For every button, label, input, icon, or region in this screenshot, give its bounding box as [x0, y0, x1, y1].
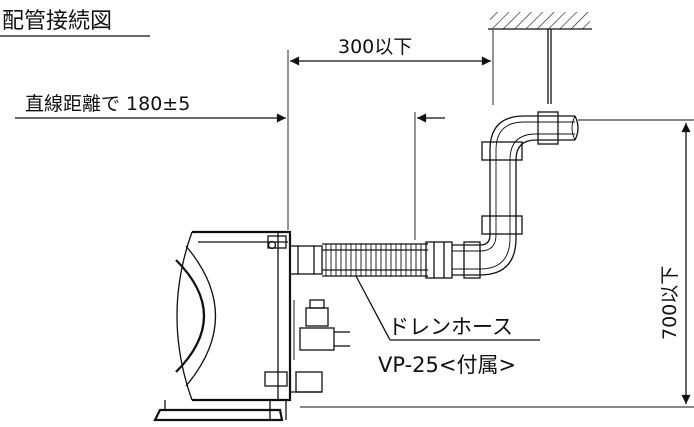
drain-hose [322, 243, 428, 277]
hanger-rod [547, 29, 552, 104]
dimension-vertical-max: 700以下 [300, 119, 694, 408]
vertical-max-label: 700以下 [659, 266, 681, 340]
drain-socket [289, 245, 323, 275]
svg-text:配管接続図: 配管接続図 [2, 9, 112, 34]
dimension-horizontal-max: 300以下 [287, 30, 494, 230]
hose-coupling [425, 241, 453, 279]
hose-leader [355, 275, 540, 341]
hose-name-label: ドレンホース [388, 315, 513, 339]
hose-spec-label: VP-25<付属> [378, 353, 516, 377]
diagram-title: 配管接続図 [0, 9, 150, 37]
ceiling [488, 12, 592, 30]
straight-distance-label: 直線距離で 180±5 [25, 93, 190, 115]
dimension-straight-distance: 直線距離で 180±5 [15, 93, 445, 240]
pvc-pipe [452, 111, 579, 279]
horizontal-max-label: 300以下 [338, 36, 412, 58]
indoor-unit [153, 230, 350, 422]
